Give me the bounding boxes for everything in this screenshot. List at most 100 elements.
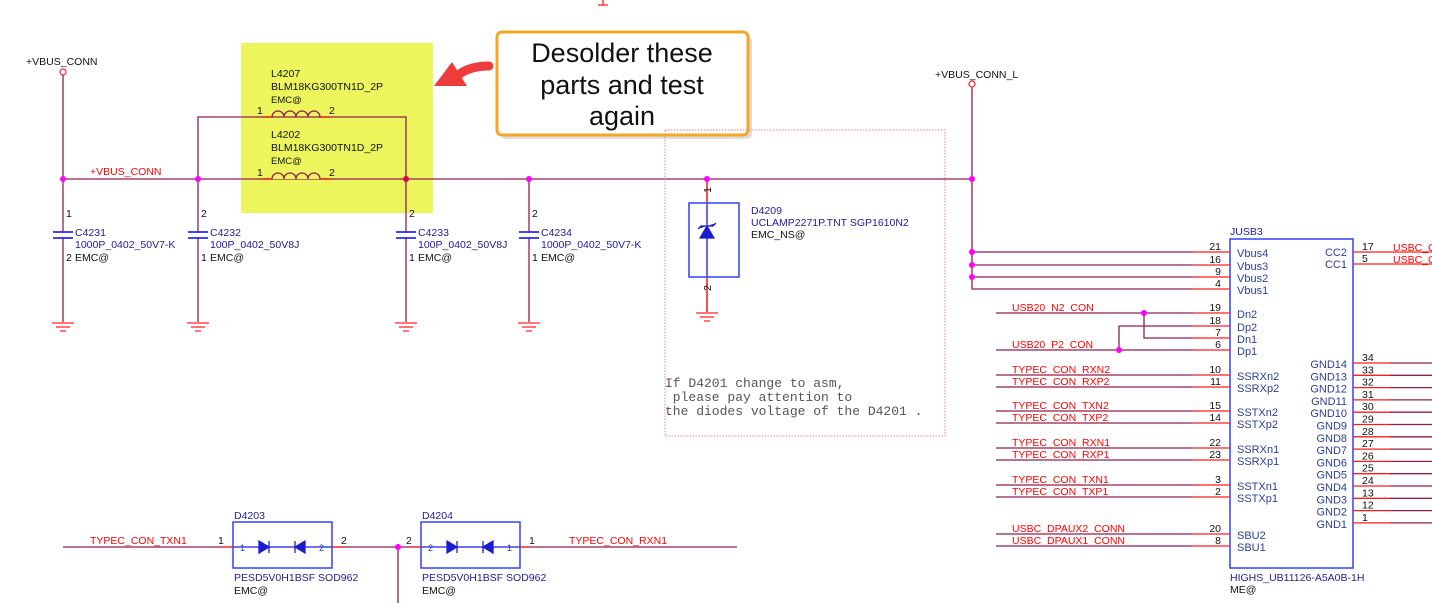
part-body bbox=[688, 202, 740, 278]
connector-jusb3[interactable]: JUSB3 HIGHS_UB11126-A5A0B-1H ME@ 21Vbus4… bbox=[996, 226, 1432, 596]
pin-number: 2 bbox=[66, 252, 72, 264]
inductor-coil-icon bbox=[262, 110, 330, 118]
pin-name: SBU1 bbox=[1237, 542, 1266, 554]
inner-pin-number: 2 bbox=[319, 543, 324, 553]
net-label: USB20_P2_CON bbox=[1012, 339, 1093, 351]
pin-number: 1 bbox=[409, 252, 415, 264]
ref-designator: C4234 bbox=[541, 227, 572, 239]
junction-dot bbox=[969, 274, 975, 280]
net-label: USBC_DPAUX2_CONN bbox=[1012, 523, 1125, 535]
junction-dot bbox=[403, 176, 409, 182]
inductor-coil-icon bbox=[262, 172, 330, 180]
pin-name: SSRXn2 bbox=[1237, 371, 1279, 383]
junction-dot bbox=[1141, 310, 1147, 316]
pin-number: 2 bbox=[341, 535, 347, 547]
junction-dot bbox=[704, 176, 710, 182]
highlight-region bbox=[241, 43, 433, 213]
variant: EMC@ bbox=[271, 95, 302, 106]
pin-name: GND14 bbox=[1310, 359, 1347, 371]
pin-name: GND6 bbox=[1316, 457, 1347, 469]
junction-dot bbox=[195, 176, 201, 182]
inner-pin-number: 2 bbox=[428, 543, 433, 553]
inner-pin-number: 1 bbox=[507, 543, 512, 553]
power-port-vbus-conn bbox=[59, 68, 67, 76]
variant: EMC@ bbox=[210, 252, 244, 264]
pin-name: GND8 bbox=[1316, 433, 1347, 445]
net-label: TYPEC_CON_TXP2 bbox=[1012, 412, 1108, 424]
design-note: the diodes voltage of the D4201 . bbox=[665, 404, 922, 419]
inductor-l4207[interactable]: L4207 BLM18KG300TN1D_2P EMC@ 1 2 bbox=[257, 68, 383, 118]
ground-icon bbox=[696, 312, 718, 322]
variant: EMC@ bbox=[75, 252, 109, 264]
pin-number: 23 bbox=[1209, 449, 1221, 461]
pin-number: 34 bbox=[1362, 352, 1374, 364]
callout-line: Desolder these bbox=[531, 38, 713, 68]
pin-number: 2 bbox=[201, 208, 207, 220]
note-region bbox=[664, 129, 946, 437]
part-value: BLM18KG300TN1D_2P bbox=[271, 142, 383, 154]
pin-number: 31 bbox=[1362, 389, 1374, 401]
pin-number: 1 bbox=[1362, 512, 1368, 524]
port-label-vbus-conn-l: +VBUS_CONN_L bbox=[935, 69, 1018, 81]
pin-name: Vbus3 bbox=[1237, 261, 1268, 273]
pin-name: CC1 bbox=[1325, 259, 1347, 271]
pin-number: 2 bbox=[329, 105, 335, 117]
ref-designator: C4233 bbox=[418, 227, 449, 239]
pin-name: SSTXn1 bbox=[1237, 481, 1278, 493]
pin-number: 1 bbox=[532, 252, 538, 264]
capacitor-icon bbox=[396, 231, 416, 239]
part-body bbox=[420, 521, 521, 569]
pin-name: SBU2 bbox=[1237, 530, 1266, 542]
pin-name: SSTXn2 bbox=[1237, 407, 1278, 419]
plate-gap bbox=[403, 233, 409, 237]
inductor-l4202[interactable]: L4202 BLM18KG300TN1D_2P EMC@ 1 2 bbox=[257, 129, 383, 180]
pin-number: 16 bbox=[1209, 254, 1221, 266]
tvs-diode-d4209[interactable]: 1 2 D4209 UCLAMP2271P.TNT SGP1610N2 EMC_… bbox=[688, 181, 909, 312]
pin-name: SSTXp1 bbox=[1237, 493, 1278, 505]
pin-number: 11 bbox=[1210, 376, 1221, 388]
pin-name: Dp1 bbox=[1237, 346, 1257, 358]
ground-icon bbox=[395, 322, 417, 332]
